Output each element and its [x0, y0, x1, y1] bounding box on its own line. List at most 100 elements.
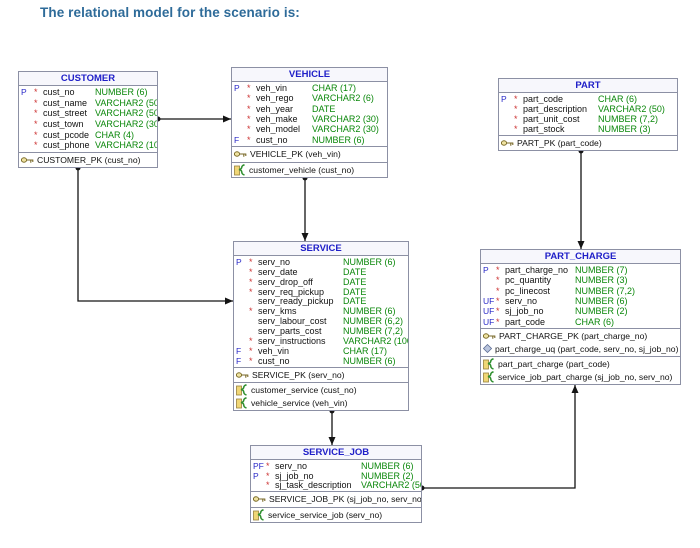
attribute-type: VARCHAR2 (30) [95, 119, 157, 130]
attribute-type: VARCHAR2 (30) [312, 114, 379, 125]
attribute-type: NUMBER (6) [343, 256, 396, 267]
required-star: * [34, 87, 38, 98]
index-section: part_part_charge (part_code)service_job_… [481, 356, 680, 384]
key-section-row: VEHICLE_PK (veh_vin) [234, 148, 385, 161]
key-prefix: F [234, 134, 240, 145]
attribute-type: NUMBER (6,2) [343, 316, 404, 327]
attribute-name: part_stock [523, 123, 565, 134]
key-prefix: P [253, 470, 259, 481]
required-star: * [496, 285, 500, 296]
attribute-type: CHAR (4) [95, 129, 135, 140]
attribute-name: part_code [505, 316, 546, 327]
key-prefix: P [21, 87, 27, 98]
required-star: * [249, 306, 253, 317]
required-star: * [496, 296, 500, 307]
attribute-type: VARCHAR2 (30) [312, 124, 379, 135]
attribute-name: cust_no [258, 355, 290, 366]
key-section-label: SERVICE_PK (serv_no) [252, 369, 345, 380]
attribute-name: serv_labour_cost [258, 316, 327, 327]
required-star: * [266, 480, 270, 491]
attribute-type: CHAR (6) [575, 316, 615, 327]
attribute-name: part_unit_cost [523, 113, 580, 124]
index-section-row: vehicle_service (veh_vin) [236, 396, 406, 410]
entity-title: VEHICLE [232, 68, 387, 82]
index-section-label: customer_vehicle (cust_no) [249, 164, 355, 175]
attribute-type: VARCHAR2 (50) [95, 97, 157, 108]
required-star: * [34, 97, 38, 108]
attribute-name: serv_no [505, 296, 538, 307]
attribute-type: NUMBER (6) [361, 460, 414, 471]
index-icon [253, 508, 265, 521]
attribute-name: sj_job_no [505, 306, 544, 317]
index-section: customer_vehicle (cust_no) [232, 161, 387, 178]
key-prefix: F [236, 355, 242, 366]
index-section-row: part_part_charge (part_code) [483, 358, 678, 371]
required-star: * [247, 93, 251, 104]
required-star: * [34, 108, 38, 119]
key-icon [236, 370, 249, 380]
attribute-name: serv_date [258, 266, 298, 277]
attribute-name: cust_pcode [43, 129, 90, 140]
key-icon [253, 494, 266, 504]
required-star: * [249, 276, 253, 287]
key-prefix: P [483, 265, 489, 276]
required-star: * [247, 134, 251, 145]
attribute-type: NUMBER (3) [575, 275, 628, 286]
attribute-row: * veh_rego VARCHAR2 (6) [232, 93, 387, 103]
required-star: * [514, 93, 518, 104]
key-prefix: UF [483, 316, 495, 327]
index-icon [483, 358, 495, 371]
attribute-type: VARCHAR2 (6) [312, 93, 374, 104]
attribute-type: VARCHAR2 (50) [361, 480, 421, 491]
key-prefix: PF [253, 460, 264, 471]
required-star: * [514, 113, 518, 124]
attribute-name: serv_parts_cost [258, 325, 322, 336]
attribute-name: veh_rego [256, 93, 294, 104]
key-section-label: VEHICLE_PK (veh_vin) [250, 149, 341, 160]
attribute-type: NUMBER (7) [575, 265, 628, 276]
attribute-name: cust_name [43, 97, 88, 108]
required-star: * [514, 103, 518, 114]
key-prefix: UF [483, 306, 495, 317]
required-star: * [247, 103, 251, 114]
key-icon [501, 138, 514, 148]
entity-title: SERVICE [234, 242, 408, 256]
index-section: service_service_job (serv_no) [251, 506, 421, 523]
key-section-label: PART_CHARGE_PK (part_charge_no) [499, 331, 648, 342]
attribute-type: DATE [343, 276, 367, 287]
attribute-name: sj_job_no [275, 470, 314, 481]
index-icon [483, 370, 495, 383]
attribute-name: veh_make [256, 114, 298, 125]
attribute-name: cust_no [256, 134, 288, 145]
key-section: SERVICE_PK (serv_no) [234, 366, 408, 383]
key-prefix: P [501, 93, 507, 104]
key-prefix: P [236, 256, 242, 267]
required-star: * [249, 355, 253, 366]
index-section-label: service_service_job (serv_no) [268, 509, 383, 520]
attribute-type: NUMBER (6) [343, 355, 396, 366]
index-section-label: customer_service (cust_no) [251, 385, 357, 396]
attribute-type: VARCHAR2 (100) [343, 335, 408, 346]
attribute-name: part_charge_no [505, 265, 569, 276]
